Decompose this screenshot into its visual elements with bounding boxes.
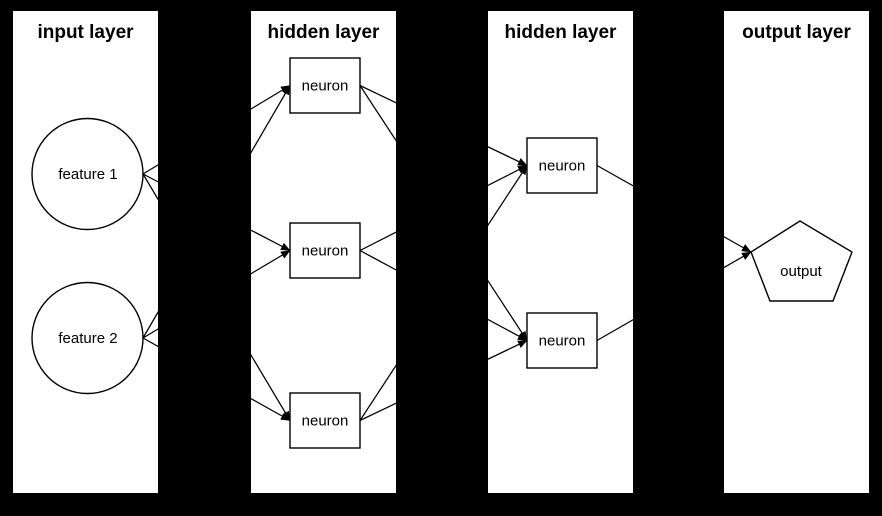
node-label: neuron — [539, 333, 586, 350]
edge-h1a-h2a — [359, 84, 528, 167]
layer-title-hidden-2: hidden layer — [505, 22, 618, 43]
edge-h1b-h2b — [359, 249, 528, 342]
node-labels: feature 1 feature 2 neuron neuron neuron… — [58, 78, 822, 430]
panel-hidden-layer-2 — [488, 11, 633, 493]
node-label: neuron — [302, 243, 349, 260]
edge-f2-h1b — [142, 249, 291, 339]
edge-h1a-h2b — [359, 85, 528, 341]
edge-f1-h1c — [142, 173, 291, 421]
edge-f2-h1a — [142, 85, 291, 339]
node-hidden1-neuron2 — [289, 222, 361, 279]
node-hidden1-neuron1 — [289, 57, 361, 114]
edges — [142, 84, 752, 422]
node-label: feature 2 — [58, 330, 117, 347]
edge-h1c-h2a — [359, 165, 528, 421]
node-label: neuron — [302, 78, 349, 95]
edge-f1-h1a — [142, 84, 291, 175]
nodes — [31, 57, 853, 449]
edge-h2b-out — [596, 251, 752, 342]
node-feature-2 — [31, 281, 144, 395]
edge-f2-h1c — [142, 337, 291, 422]
node-hidden1-neuron3 — [289, 392, 361, 449]
layer-title-input: input layer — [37, 22, 134, 43]
node-feature-1 — [31, 117, 144, 231]
panel-input-layer — [13, 11, 158, 493]
node-hidden2-neuron2 — [526, 312, 598, 369]
edge-h2a-out — [596, 164, 752, 253]
layer-title-hidden-1: hidden layer — [268, 22, 381, 43]
node-label: neuron — [302, 413, 349, 430]
edge-h1c-h2b — [359, 339, 528, 422]
node-output — [750, 220, 853, 302]
node-label: neuron — [539, 158, 586, 175]
node-hidden2-neuron1 — [526, 137, 598, 194]
layer-titles: input layer hidden layer hidden layer ou… — [37, 22, 851, 43]
layer-title-output: output layer — [742, 22, 851, 43]
node-label: output — [780, 263, 823, 280]
edge-h1b-h2a — [359, 164, 528, 252]
node-label: feature 1 — [58, 166, 117, 183]
